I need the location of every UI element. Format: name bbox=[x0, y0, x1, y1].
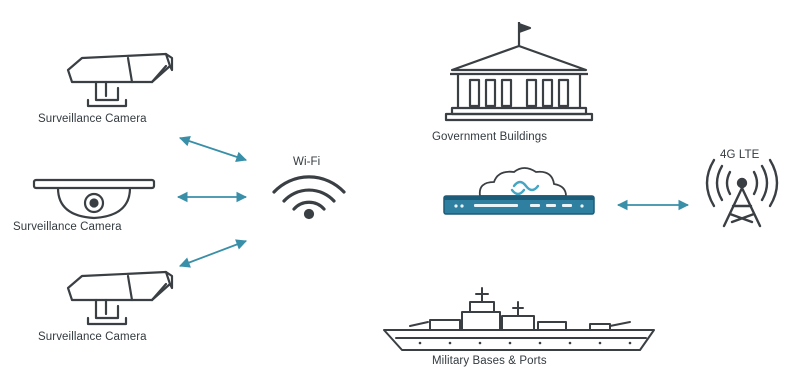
arrow-camera-bottom-wifi bbox=[178, 239, 248, 268]
government-building-icon bbox=[444, 22, 594, 122]
government-label: Government Buildings bbox=[432, 131, 548, 143]
lte-label: 4G LTE bbox=[720, 149, 760, 161]
military-label: Military Bases & Ports bbox=[432, 355, 547, 367]
bullet-camera-icon bbox=[66, 270, 174, 326]
wifi-label: Wi-Fi bbox=[293, 156, 321, 168]
arrow-camera-top-wifi bbox=[178, 135, 248, 163]
dome-camera-icon bbox=[32, 178, 156, 220]
camera-top-label: Surveillance Camera bbox=[38, 113, 147, 125]
bullet-camera-icon bbox=[66, 52, 174, 108]
cloud-router-icon bbox=[443, 167, 595, 215]
warship-icon bbox=[383, 287, 655, 351]
camera-middle-label: Surveillance Camera bbox=[13, 221, 122, 233]
camera-bottom-label: Surveillance Camera bbox=[38, 331, 147, 343]
cell-tower-icon bbox=[705, 158, 779, 228]
wifi-icon bbox=[272, 175, 346, 220]
